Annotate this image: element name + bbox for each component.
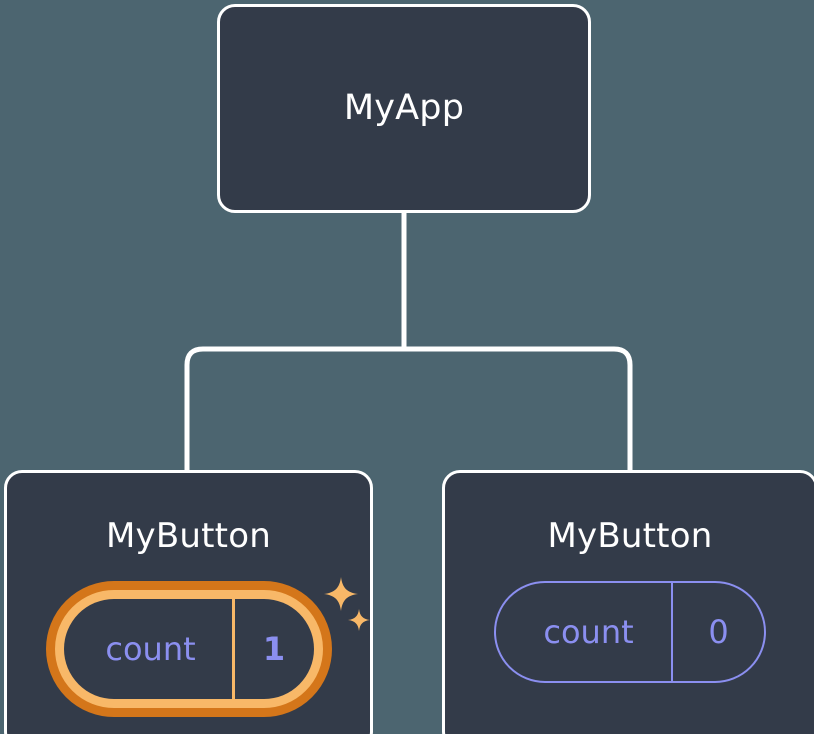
state-name-label: count — [105, 630, 196, 668]
state-pill-inner: count 1 — [63, 599, 314, 699]
state-pill-count-highlighted[interactable]: count 1 — [45, 581, 332, 717]
state-value-label: 1 — [231, 599, 314, 699]
node-mybutton-right[interactable]: MyButton count 0 — [442, 470, 814, 734]
node-myapp[interactable]: MyApp — [217, 4, 591, 213]
state-pill-right-wrap: count 0 — [494, 581, 766, 683]
state-value-label: 0 — [671, 583, 764, 681]
left-branch-line — [184, 346, 404, 472]
sparkle-group — [320, 577, 380, 657]
node-mybutton-left-title: MyButton — [106, 516, 271, 556]
node-mybutton-left[interactable]: MyButton count 1 — [4, 470, 373, 734]
sparkle-icon — [347, 609, 370, 631]
state-name-label: count — [543, 613, 634, 651]
node-mybutton-right-title: MyButton — [547, 516, 713, 556]
sparkle-icon — [323, 577, 358, 611]
state-pill-count-plain[interactable]: count 0 — [494, 581, 766, 683]
node-myapp-title: MyApp — [343, 88, 465, 128]
right-branch-line — [404, 346, 633, 472]
state-pill-left-wrap: count 1 — [45, 577, 370, 717]
